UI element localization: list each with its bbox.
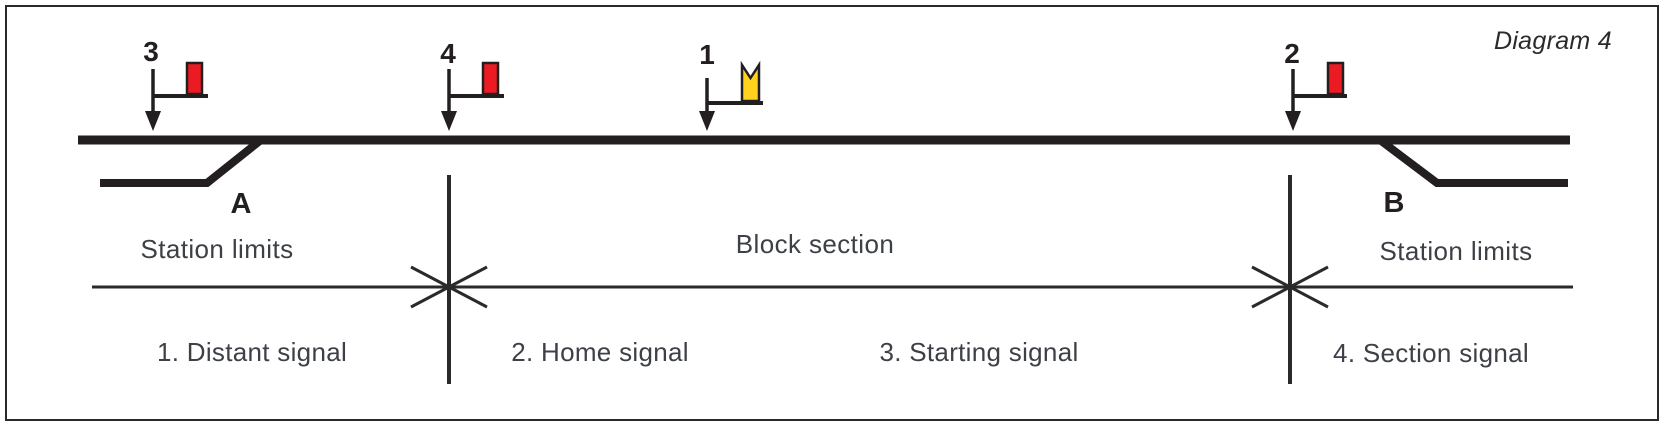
left-siding-track bbox=[100, 136, 264, 187]
down-arrow-icon bbox=[699, 111, 715, 131]
signal-1-symbol bbox=[699, 60, 763, 131]
signal-2-number: 2 bbox=[1284, 38, 1300, 69]
legend-home-signal: 2. Home signal bbox=[511, 337, 689, 367]
station-limits-right-label: Station limits bbox=[1379, 236, 1533, 266]
signal-3-symbol bbox=[145, 61, 208, 131]
yellow-fishtail-flag-icon bbox=[740, 60, 761, 103]
signal-3-number: 3 bbox=[143, 36, 159, 67]
down-arrow-icon bbox=[441, 111, 457, 131]
right-siding-track bbox=[1377, 136, 1568, 187]
legend-distant-signal: 1. Distant signal bbox=[156, 337, 348, 367]
right-boundary-cross-stroke bbox=[1251, 265, 1329, 309]
right-block-boundary bbox=[1251, 175, 1329, 384]
signal-4-symbol bbox=[441, 61, 504, 131]
legend-section-signal: 4. Section signal bbox=[1333, 338, 1529, 368]
block-section-label: Block section bbox=[735, 229, 895, 259]
left-boundary-cross-stroke bbox=[410, 265, 488, 309]
legend-starting-signal: 3. Starting signal bbox=[879, 337, 1079, 367]
signal-2-symbol bbox=[1285, 61, 1347, 131]
down-arrow-icon bbox=[145, 111, 161, 131]
station-limits-left-label: Station limits bbox=[140, 234, 294, 264]
red-flag-icon bbox=[1326, 61, 1345, 96]
signal-4-number: 4 bbox=[440, 38, 456, 69]
red-flag-icon bbox=[481, 61, 500, 96]
diagram-border bbox=[5, 5, 1659, 421]
junction-a-label: A bbox=[230, 188, 252, 220]
signal-1-number: 1 bbox=[699, 39, 715, 70]
red-flag-icon bbox=[185, 61, 204, 96]
diagram-title: Diagram 4 bbox=[1493, 27, 1612, 55]
junction-b-label: B bbox=[1383, 187, 1405, 219]
down-arrow-icon bbox=[1285, 111, 1301, 131]
left-block-boundary bbox=[410, 175, 488, 384]
